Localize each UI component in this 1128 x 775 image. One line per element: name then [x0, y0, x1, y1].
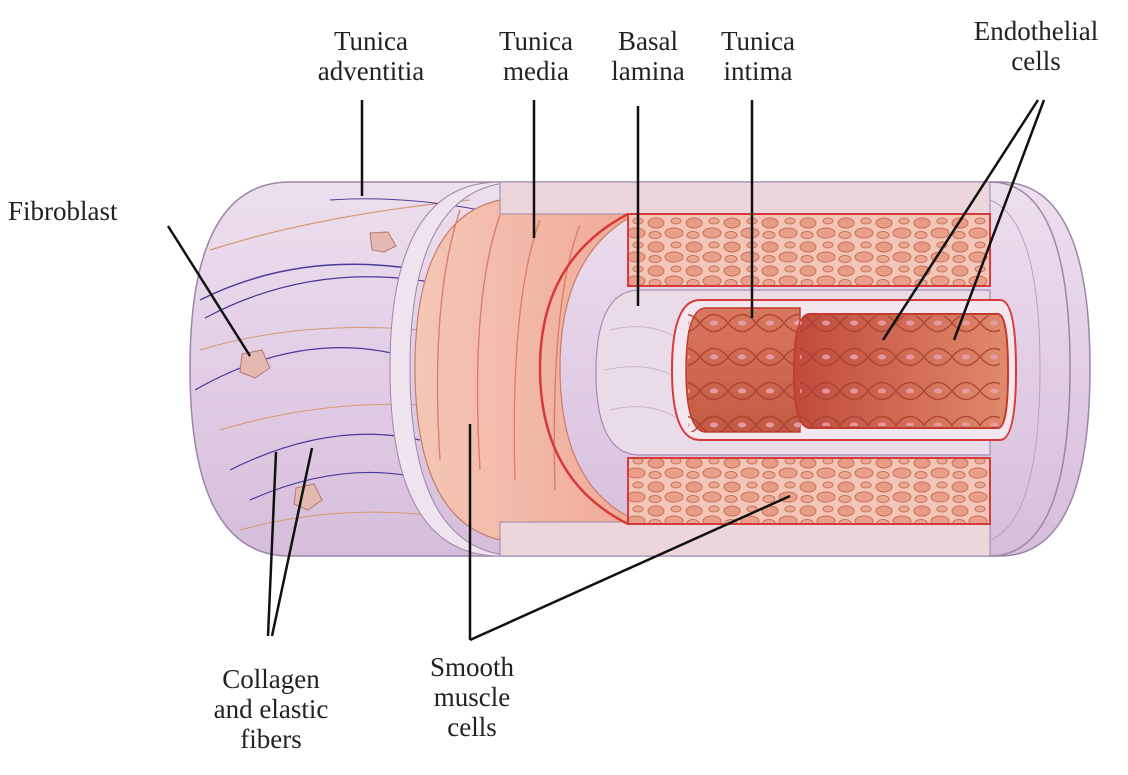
- label-collagen-elastic: Collagen and elastic fibers: [196, 664, 346, 754]
- label-tunica-adventitia: Tunica adventitia: [296, 26, 446, 86]
- media-band-bottom: [500, 522, 990, 556]
- endothelial-cells-pattern: [800, 316, 1000, 426]
- intima-endothelium-front-cells: [688, 308, 800, 432]
- label-tunica-media: Tunica media: [486, 26, 586, 86]
- smooth-muscle-band-top: [628, 214, 990, 286]
- label-endothelial-cells: Endothelial cells: [956, 16, 1116, 76]
- smooth-muscle-band-bottom: [628, 458, 990, 524]
- label-smooth-muscle: Smooth muscle cells: [410, 652, 534, 742]
- label-tunica-intima: Tunica intima: [706, 26, 810, 86]
- label-fibroblast: Fibroblast: [8, 196, 158, 226]
- media-band-top: [500, 182, 990, 214]
- label-basal-lamina: Basal lamina: [596, 26, 700, 86]
